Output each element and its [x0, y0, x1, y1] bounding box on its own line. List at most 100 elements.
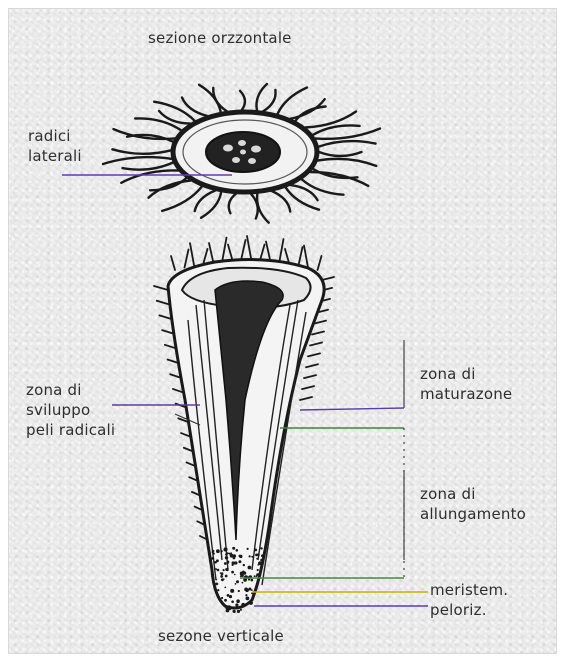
cap-cell-dot	[242, 582, 244, 584]
root-hair	[285, 249, 289, 263]
cap-cell-dot	[243, 564, 245, 566]
label-meristem-cap-line1: meristem.	[430, 580, 508, 600]
root-hair	[171, 256, 175, 270]
root-hair	[310, 342, 322, 345]
cap-cell-dot	[224, 562, 227, 565]
root-hair	[306, 364, 318, 367]
label-meristem-cap-line2: peloriz.	[430, 600, 508, 620]
label-maturation-zone-line1: zona di	[420, 364, 512, 384]
cap-cell-dot	[237, 610, 240, 613]
root-hair	[308, 353, 320, 356]
root-hair	[154, 286, 168, 290]
cap-cell-dot	[254, 549, 257, 552]
cap-cell-dot	[226, 609, 230, 613]
cap-cell-dot	[224, 587, 226, 589]
root-hair	[185, 250, 189, 268]
label-maturation-zone: zona di maturazone	[420, 364, 512, 404]
root-hair	[300, 397, 312, 400]
root-hair	[322, 277, 334, 280]
cap-cell-dot	[239, 555, 242, 558]
cap-cell-dot	[216, 549, 220, 553]
cap-cell-dot	[233, 610, 236, 613]
lateral-root-hair	[272, 191, 290, 212]
lateral-root-hair	[318, 141, 375, 147]
cap-cell-dot	[239, 606, 241, 608]
root-hair	[280, 239, 284, 261]
cap-cell-dot	[247, 548, 249, 550]
cap-cell-dot	[241, 603, 245, 607]
lateral-root-hair	[240, 91, 245, 110]
cap-cell-dot	[225, 553, 228, 556]
cap-cell-dot	[244, 579, 246, 581]
root-hair	[242, 240, 246, 258]
lateral-root-hair	[290, 99, 324, 119]
label-root-hair-zone-line3: peli radicali	[26, 420, 115, 440]
root-hair	[247, 236, 251, 258]
root-hair	[223, 238, 227, 260]
lateral-root-hair	[123, 162, 174, 169]
cap-cell-dot	[257, 569, 259, 571]
cap-cell-dot	[232, 547, 235, 550]
cap-cell-dot	[261, 554, 264, 557]
cap-cell-dot	[209, 552, 211, 554]
cap-cell-dot	[242, 571, 244, 573]
label-maturation-zone-line2: maturazone	[420, 384, 512, 404]
label-horizontal-section: sezione orzzontale	[148, 28, 292, 48]
cap-cell-dot	[235, 583, 237, 585]
lateral-root-hair	[310, 172, 368, 186]
cap-cell-dot	[245, 589, 249, 593]
cap-cell-dot	[248, 578, 250, 580]
leader-maturation	[300, 408, 404, 410]
label-root-hair-zone-line1: zona di	[26, 380, 115, 400]
lateral-root-hair	[302, 179, 344, 195]
cap-cell-dot	[232, 564, 234, 566]
cap-cell-dot	[254, 575, 256, 577]
cap-cell-dot	[220, 572, 222, 574]
cap-cell-dot	[256, 575, 258, 577]
cap-cell-dot	[245, 594, 247, 596]
lateral-root-hair	[229, 194, 236, 214]
cap-cell-dot	[256, 558, 258, 560]
label-lateral-roots-line1: radici	[28, 126, 82, 146]
cap-cell-dot	[225, 575, 228, 578]
cap-cell-dot	[237, 608, 239, 610]
cap-cell-dot	[220, 600, 222, 602]
cap-cell-dot	[241, 574, 244, 577]
label-elongation-zone-line2: allungamento	[420, 504, 526, 524]
cap-cell-dot	[233, 557, 236, 560]
cap-cell-dot	[228, 605, 231, 608]
cap-cell-dot	[255, 554, 258, 557]
root-hair	[312, 332, 324, 335]
label-elongation-zone-line1: zona di	[420, 484, 526, 504]
label-lateral-roots-line2: laterali	[28, 146, 82, 166]
cap-cell-dot	[236, 599, 240, 603]
cap-cell-dot	[240, 609, 242, 611]
lateral-root-hair	[277, 88, 307, 115]
cap-cell-dot	[251, 579, 254, 582]
cap-cell-dot	[220, 550, 222, 552]
lateral-root-hair	[295, 107, 326, 122]
cap-cell-dot	[227, 562, 229, 564]
cap-cell-dot	[231, 600, 234, 603]
label-elongation-zone: zona di allungamento	[420, 484, 526, 524]
cap-cell-dot	[215, 568, 217, 570]
cap-cell-dot	[248, 566, 252, 570]
label-lateral-roots: radici laterali	[28, 126, 82, 166]
cap-cell-dot	[227, 594, 230, 597]
root-hair	[190, 243, 194, 265]
cap-cell-dot	[234, 574, 236, 576]
cap-cell-dot	[215, 579, 217, 581]
label-root-hair-zone-line2: sviluppo	[26, 400, 115, 420]
cap-cell-dot	[229, 553, 231, 555]
cap-cell-dot	[212, 573, 214, 575]
root-hair	[318, 256, 322, 270]
root-hair	[228, 245, 232, 259]
cap-cell-dot	[215, 583, 218, 586]
root-hair	[209, 243, 213, 261]
cap-cell-dot	[216, 559, 219, 562]
vertical-section-drawing	[154, 236, 334, 613]
cap-cell-dot	[260, 547, 262, 549]
cap-cell-dot	[249, 555, 251, 557]
lateral-root-hair	[112, 149, 171, 154]
